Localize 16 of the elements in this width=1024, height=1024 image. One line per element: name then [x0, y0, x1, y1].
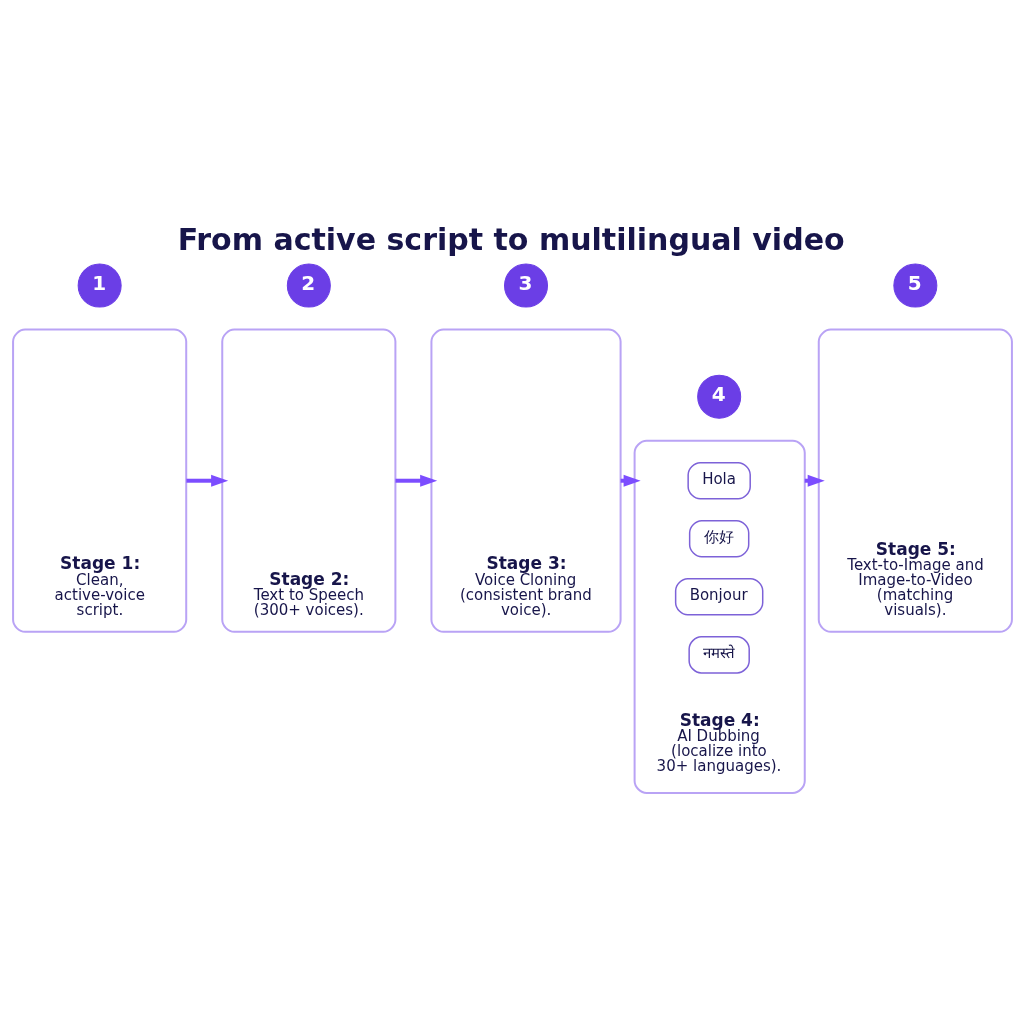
node-box: Stage 2: Text to Speech (300+ voices). [220, 328, 396, 633]
arrow [185, 474, 228, 487]
node-box: Hola [686, 461, 751, 500]
node-circle: 2 [286, 263, 331, 308]
node-circle: 4 [696, 374, 741, 419]
node-circle: 3 [503, 263, 548, 308]
node-circle: 1 [77, 263, 122, 308]
node-box: Bonjour [674, 578, 763, 616]
arrow [395, 474, 437, 487]
node-box: Stage 3: Voice Cloning (consistent brand voice). [429, 328, 622, 633]
node-box: Stage 1: Clean, active-voice script. [11, 328, 187, 633]
node-box: Stage 5: Text-to-Image and Image-to-Video (matching visuals). [817, 328, 1013, 633]
diagram-title: From active script to multilingual video [177, 222, 845, 258]
node-circle: 5 [892, 263, 937, 308]
node-box: 你好 [688, 520, 749, 558]
node-box: नमस्ते [687, 636, 750, 674]
